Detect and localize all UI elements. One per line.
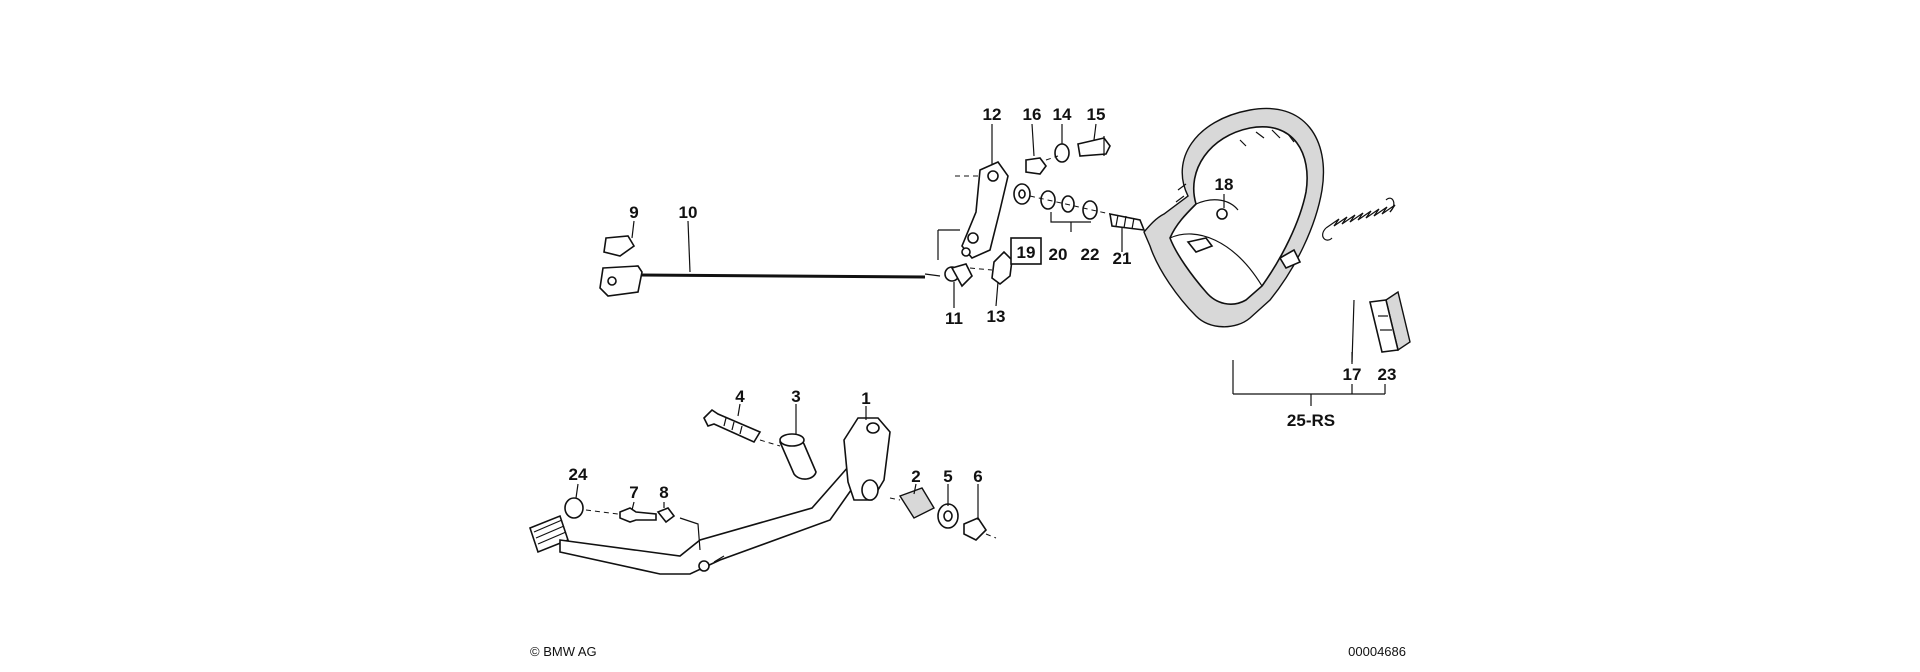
pedal-arm [559,418,877,575]
pivot-parts-group [703,408,997,541]
spring-group [1322,197,1411,353]
washer-group [1013,183,1146,232]
callout-14: 14 [1053,105,1072,124]
callout-19: 19 [1017,243,1036,262]
screw-7 [619,507,657,523]
callout-5: 5 [943,467,952,486]
callout-16: 16 [1023,105,1042,124]
assembly-bracket [1232,352,1386,406]
image-number: 00004686 [1348,644,1406,659]
pedal-rubber-24 [564,497,584,519]
leader-lines [575,123,1355,520]
callout-4: 4 [735,387,745,406]
brake-shoe-inner [1169,126,1308,305]
callout-21: 21 [1113,249,1132,268]
brake-rod [639,273,926,279]
nut-6 [963,517,988,541]
callout-2: 2 [911,467,920,486]
nut-8 [656,507,676,524]
callout-12: 12 [983,105,1002,124]
callout-3: 3 [791,387,800,406]
clevis-pin [603,235,636,257]
callout-1: 1 [861,389,870,408]
bolt-15 [1077,137,1111,157]
washer-14 [1054,143,1070,163]
brake-rod-group [599,235,941,297]
callout-23: 23 [1378,365,1397,384]
callout-25-rs: 25-RS [1287,411,1335,430]
callout-20: 20 [1049,245,1068,264]
wing-nut-13 [991,250,1013,286]
callout-7: 7 [629,483,638,502]
callout-15: 15 [1087,105,1106,124]
callout-8: 8 [659,483,668,502]
return-spring-17 [1325,204,1396,229]
callout-10: 10 [679,203,698,222]
lever-group [937,136,1111,288]
callout-6: 6 [973,467,982,486]
rod-clevis [599,265,643,297]
callout-18: 18 [1215,175,1234,194]
copyright-text: © BMW AG [530,644,597,659]
bearing-2 [898,487,935,519]
callout-13: 13 [987,307,1006,326]
cam-shaft-21 [1109,212,1146,231]
callout-19-box [1010,237,1042,265]
callout-24: 24 [569,465,588,484]
callout-22: 22 [1081,245,1100,264]
brake-shoe-group [1143,107,1325,328]
washer-16 [1025,157,1047,175]
callout-9: 9 [629,203,638,222]
callout-11: 11 [945,309,963,328]
callout-17: 17 [1343,365,1362,384]
clip-18 [1216,208,1228,220]
callout-labels: 1 2 3 4 5 6 7 8 9 10 11 12 13 14 15 16 1… [569,105,1397,502]
bolt-4 [703,408,762,444]
pedal-hub [843,417,891,501]
brake-pedal-group [529,417,891,575]
